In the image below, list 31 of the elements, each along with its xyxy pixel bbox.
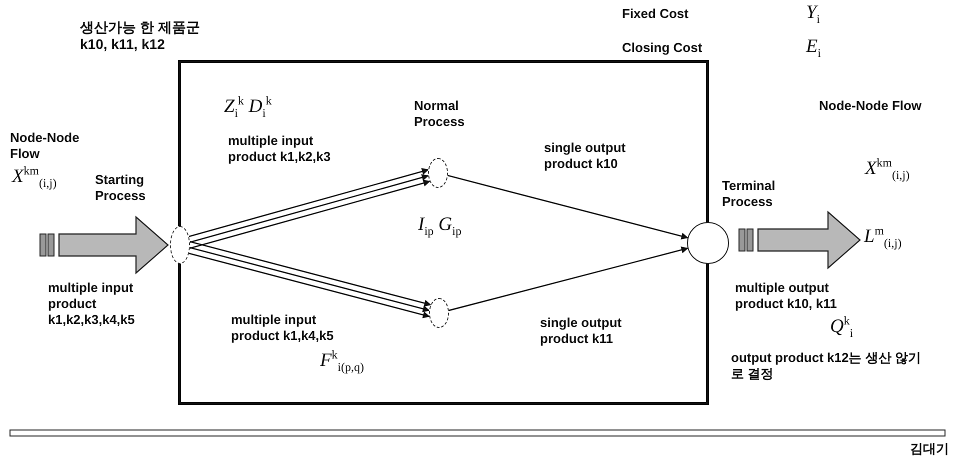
annotation-text: multiple input product k1,k2,k3 [228,133,332,165]
arrow [448,246,688,312]
annotation-text: Node-Node Flow [10,130,80,162]
annotation-text: 김대기 [910,441,949,457]
arrow [190,174,429,243]
process-ellipse [429,298,449,328]
terminal-process-circle [687,222,729,264]
annotation-text: single output product k11 [540,315,623,347]
arrow [188,168,429,238]
math-symbol: E$_{i}$ [806,36,821,58]
math-symbol: Y$_{i}$ [806,2,820,24]
annotation-text: multiple input product k1,k4,k5 [231,312,335,344]
process-label: Terminal Process [722,178,776,210]
group-heading: 생산가능 한 제품군 k10, k11, k12 [80,19,201,53]
process-label: Starting Process [95,172,147,204]
annotation-text: Fixed Cost [622,6,690,22]
process-ellipse [428,158,448,188]
process-label: Normal Process [414,98,466,130]
arrow [190,180,430,249]
math-symbol: I$_{ip}$ G$_{ip}$ [418,214,462,236]
annotation-text: multiple output product k10, k11 [735,280,838,312]
arrow [190,246,430,312]
arrow [448,174,688,240]
annotation-text: single output product k10 [544,140,627,172]
annotation-text: Closing Cost [622,40,704,56]
arrow [188,252,430,318]
starting-process-ellipse [170,226,190,264]
annotation-text: output product k12는 생산 않기로 결정 [731,350,922,382]
annotation-text: multiple input product k1,k2,k3,k4,k5 [48,280,136,328]
annotation-text: Node-Node Flow [819,98,923,114]
arrow [190,240,432,307]
